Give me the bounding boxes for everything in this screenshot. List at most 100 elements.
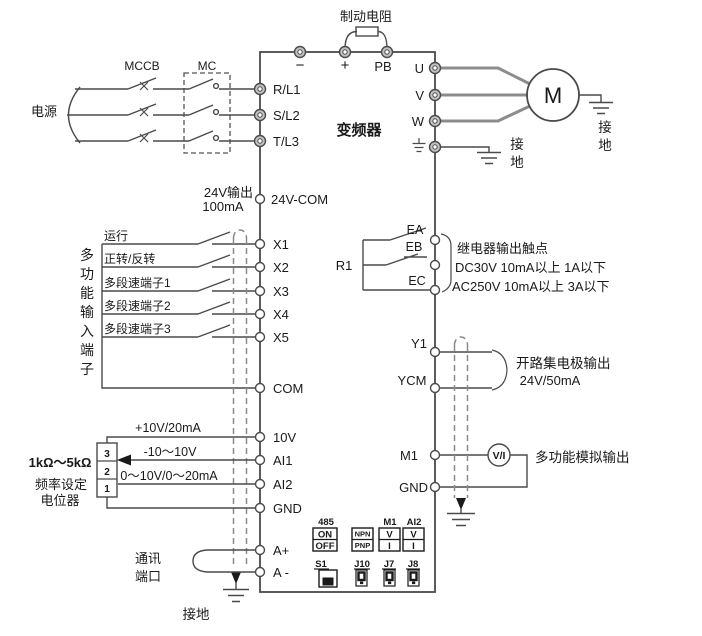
terminal-y1-label: Y1 [411,336,427,351]
open-collector-desc-1: 开路集电极输出 [516,356,611,371]
terminal-ai2-label: AI2 [273,477,293,492]
input-row-3-label: 多段速端子1 [104,275,171,290]
terminal-ai1-label: AI1 [273,453,293,468]
config-switch-panel: 485 ON OFF S1 NPN PNP J10 M1 V [312,517,425,588]
switch-ai2-header: AI2 [407,517,422,528]
terminal-ai2 [254,478,266,490]
terminal-ycm-label: YCM [398,373,427,388]
switch-j8-i: I [412,541,415,552]
analog-output-desc: 多功能模拟输出 [535,449,630,465]
ai1-wire-label: -10～10V [144,445,197,459]
jumper-j10[interactable] [355,569,368,587]
switch-485-on: ON [318,530,332,541]
terminal-ea-label: EA [407,223,424,237]
terminal-gnd-left [254,502,266,514]
relay-name: R1 [336,258,353,273]
terminal-gnd-left-label: GND [273,501,302,516]
terminal-24v-com [254,193,266,205]
switch-j8-v: V [410,530,417,541]
pot-resistance-label: 1kΩ～5kΩ [29,455,92,470]
chassis-ground-char-1: 接 [510,136,524,152]
jumper-j7[interactable] [383,569,396,587]
switch-485-header: 485 [318,517,335,528]
motor-output-section: U V W M 接 地 接 地 [412,61,613,170]
terminal-eb-label: EB [406,240,423,254]
switch-j10-pnp: PNP [355,541,370,550]
terminal-x1-label: X1 [273,237,289,252]
terminal-ec-label: EC [408,274,425,288]
aux-24v-label-1: 24V输出 [204,185,253,200]
comm-ground-label: 接地 [183,606,210,622]
terminal-x3 [254,285,266,297]
switch-j10-name: J10 [354,559,370,570]
open-collector-section: Y1 YCM 开路集电极输出 24V/50mA [398,336,611,394]
terminal-10v-label: 10V [273,430,296,445]
terminal-ai1 [254,454,266,466]
chassis-ground: 接 地 [441,136,524,170]
terminal-x2 [254,261,266,273]
svg-text:功: 功 [80,266,94,282]
pot-label-line1: 频率设定 [35,477,87,492]
terminal-x1 [254,238,266,250]
relay-desc-3: AC250V 10mA以上 3A以下 [452,279,610,294]
input-row-5-label: 多段速端子3 [104,321,171,336]
input-row-2-label: 正转/反转 [104,251,155,266]
svg-text:多: 多 [80,247,94,263]
pot-label-line2: 电位器 [40,493,79,508]
analog-output-section: V/I M1 GND 多功能模拟输出 [399,443,630,495]
terminal-w-label: W [412,114,425,129]
svg-text:能: 能 [80,285,94,301]
terminal-plus-label: + [341,57,350,74]
pe-ground-icon [412,138,426,153]
comm-port-label-1: 通讯 [135,551,161,566]
shield-cable-right [447,336,475,527]
input-row-4-label: 多段速端子2 [104,298,171,313]
mccb-label: MCCB [124,59,159,73]
power-pole-3 [75,129,254,143]
svg-text:输: 输 [80,304,94,320]
braking-resistor-circuit: 制动电阻 − + PB [293,9,394,74]
terminal-a-minus-label: A - [273,565,289,580]
terminal-a-plus [254,544,266,556]
terminal-t-l3-label: T/L3 [273,134,299,149]
pot-pin-3: 3 [104,449,110,460]
terminal-s-l2-label: S/L2 [273,108,300,123]
terminal-ycm [429,382,441,394]
10v-wire-label: +10V/20mA [135,421,201,435]
shield-ground-arrow [231,572,241,584]
terminal-m1-label: M1 [400,448,418,463]
terminal-x5 [254,331,266,343]
power-source-label: 电源 [31,104,57,119]
aux-24v-label-2: 100mA [202,199,244,214]
switch-m1: M1 V I J7 [378,517,401,587]
svg-text:入: 入 [80,323,94,339]
motor-letter: M [544,83,562,108]
svg-text:子: 子 [80,361,94,377]
terminal-a-minus [254,566,266,578]
ai2-wire-label: 0～10V/0～20mA [120,469,218,483]
terminal-gnd-right [429,481,441,493]
power-pole-2 [67,103,254,117]
switch-npn-pnp: NPN PNP J10 [351,527,374,587]
terminal-y1 [429,346,441,358]
power-input-section: 电源 MCCB MC R/L1 S [31,59,300,154]
motor-ground-char-1: 接 [598,119,612,135]
switch-485-off: OFF [316,541,335,552]
relay-desc-2: DC30V 10mA以上 1A以下 [455,260,606,275]
inverter-title: 变频器 [336,121,382,139]
switch-j7-v: V [386,530,393,541]
digital-input-row-3: 多段速端子1 X3 [102,275,289,299]
vi-meter-label: V/I [493,450,506,462]
switch-j8-name: J8 [408,559,419,570]
digital-input-row-4: 多段速端子2 X4 [102,298,289,322]
analog-input-section: 3 2 1 1kΩ～5kΩ 频率设定 电位器 +10V/20mA 10V -10… [29,421,302,516]
switch-s1-slider[interactable] [322,577,334,586]
terminal-x5-label: X5 [273,330,289,345]
switch-j10-npn: NPN [355,530,371,539]
switch-ai2: AI2 V I J8 [402,517,425,587]
jumper-j8[interactable] [407,569,420,587]
terminal-x4-label: X4 [273,307,289,322]
chassis-ground-char-2: 地 [510,155,524,170]
